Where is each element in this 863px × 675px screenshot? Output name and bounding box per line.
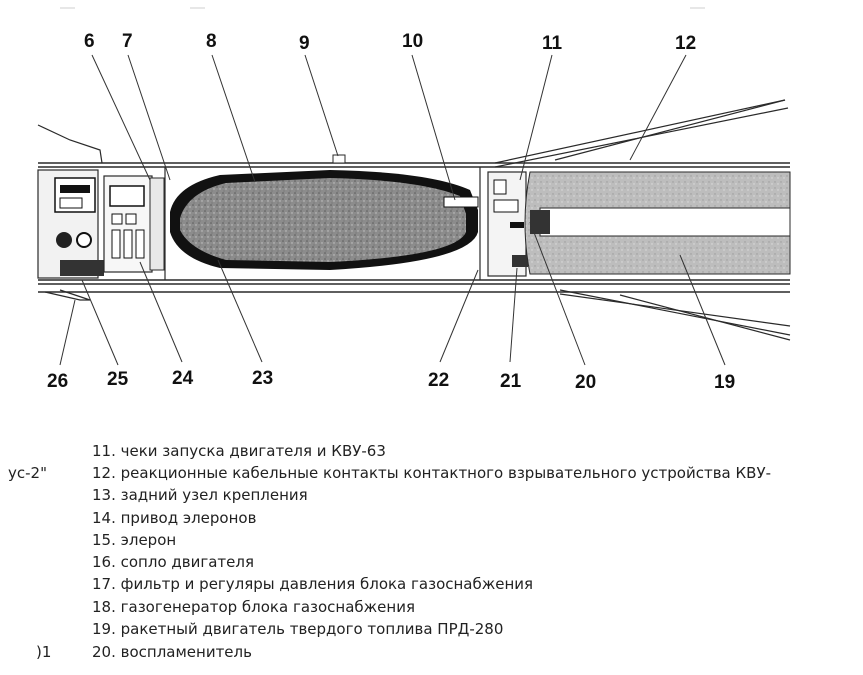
missile-body	[38, 162, 790, 293]
callout-25: 25	[107, 369, 129, 390]
rear-wings	[494, 99, 791, 341]
warhead	[164, 154, 481, 280]
legend-item: ус-2" 12. реакционные кабельные контакты…	[0, 462, 863, 484]
callout-11: 11	[542, 33, 563, 54]
legend-item-text: 14. привод элеронов	[92, 509, 257, 527]
callout-10: 10	[402, 31, 424, 52]
legend-item: 16. сопло двигателя	[0, 551, 863, 573]
missile-cutaway-diagram	[37, 7, 791, 366]
legend-left-fragment: ус-2"	[8, 464, 47, 482]
legend-item-text: 13. задний узел крепления	[92, 486, 308, 504]
callout-26: 26	[47, 371, 69, 392]
callout-19: 19	[714, 372, 736, 393]
legend-item: 15. элерон	[0, 529, 863, 551]
legend-item: 19. ракетный двигатель твердого топлива …	[0, 618, 863, 640]
callout-9: 9	[299, 33, 310, 54]
callout-24: 24	[172, 368, 194, 389]
forward-equipment-bay	[37, 169, 165, 279]
legend-item-text: 15. элерон	[92, 531, 177, 549]
legend-item-text: 18. газогенератор блока газоснабжения	[92, 598, 415, 616]
callout-7: 7	[122, 31, 133, 52]
legend-item-text: 11. чеки запуска двигателя и КВУ-63	[92, 442, 386, 460]
legend-item: 11. чеки запуска двигателя и КВУ-63	[0, 440, 863, 462]
legend-item-text: 16. сопло двигателя	[92, 553, 254, 571]
callout-6: 6	[84, 31, 95, 52]
leader-lines	[59, 54, 726, 366]
legend-item: 18. газогенератор блока газоснабжения	[0, 596, 863, 618]
callout-8: 8	[206, 31, 217, 52]
legend-item: 17. фильтр и регуляры давления блока газ…	[0, 573, 863, 595]
legend-item-text: 12. реакционные кабельные контакты конта…	[92, 464, 771, 482]
legend-item: )1 20. воспламенитель	[0, 641, 863, 663]
rocket-motor	[524, 171, 791, 275]
legend-item-text: 19. ракетный двигатель твердого топлива …	[92, 620, 504, 638]
legend-item-text: 20. воспламенитель	[92, 643, 252, 661]
legend-item: 14. привод элеронов	[0, 507, 863, 529]
callout-20: 20	[575, 372, 597, 393]
fuze-bay	[443, 171, 528, 277]
callout-23: 23	[252, 368, 274, 389]
forward-fins	[37, 124, 103, 301]
callout-21: 21	[500, 371, 522, 392]
legend-left-fragment: )1	[36, 643, 52, 661]
legend-item: 13. задний узел крепления	[0, 484, 863, 506]
callout-12: 12	[675, 33, 697, 54]
callout-22: 22	[428, 370, 450, 391]
legend-item-text: 17. фильтр и регуляры давления блока газ…	[92, 575, 534, 593]
